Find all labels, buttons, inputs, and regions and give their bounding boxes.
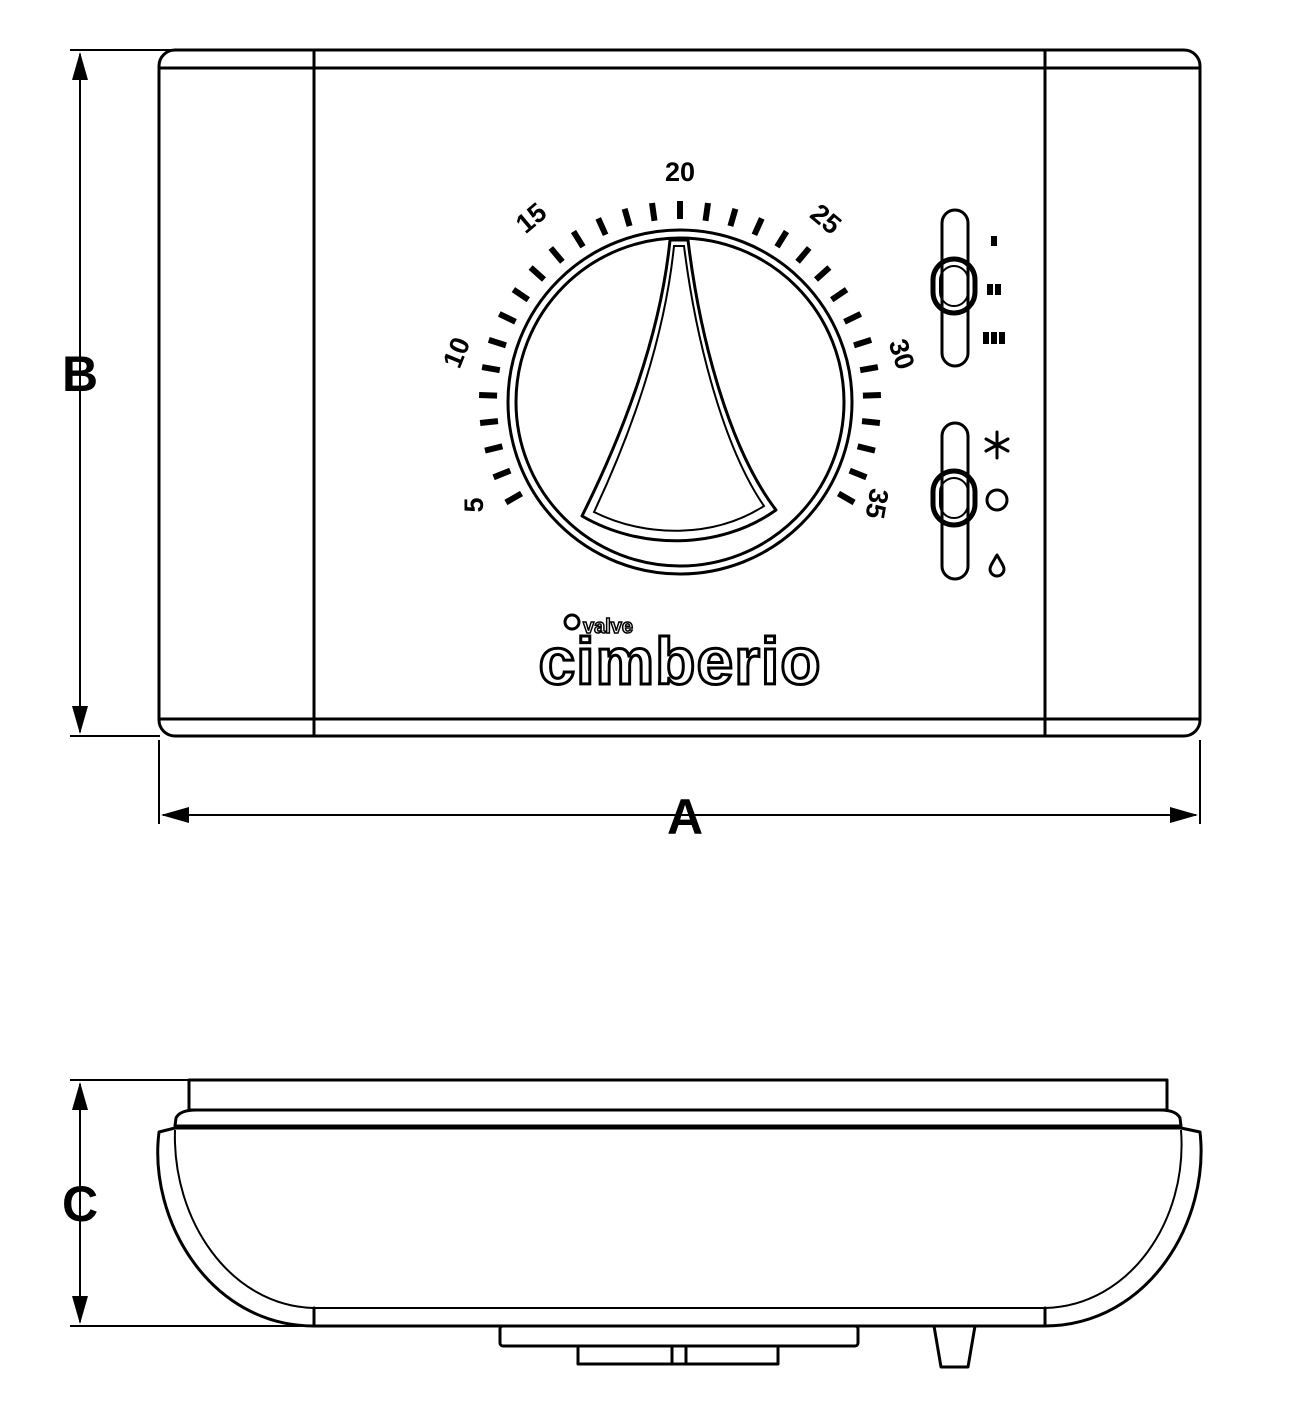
- dial-inner-ring: [514, 236, 846, 568]
- speed-1-icon: [991, 236, 997, 246]
- mode-switch-knob-inner: [939, 477, 969, 519]
- scale-label-20: 20: [665, 157, 695, 187]
- dial-tick: [751, 217, 765, 237]
- speed-3-icon: [983, 332, 1005, 344]
- dial-tick: [621, 207, 633, 227]
- dial-tick: [837, 490, 856, 506]
- dial-ticks: [479, 201, 881, 506]
- side-rim: [173, 1108, 1183, 1128]
- mode-switch[interactable]: [930, 421, 1010, 581]
- cimberio-logo: valve cimberio: [537, 613, 822, 700]
- dial-tick: [528, 265, 547, 282]
- off-circle-icon: [985, 488, 1009, 512]
- temperature-dial[interactable]: 5 10 15 20 25 30 35: [437, 157, 921, 576]
- dimension-c: C: [62, 1079, 314, 1327]
- dial-tick: [649, 202, 658, 222]
- dimension-a: A: [158, 740, 1201, 845]
- dial-tick: [813, 265, 832, 282]
- dial-pointer-inner: [592, 245, 766, 532]
- front-body-outline: [157, 48, 1202, 738]
- dial-tick: [859, 364, 879, 374]
- dial-tick: [487, 337, 507, 349]
- dial-tick: [497, 311, 517, 325]
- dimension-b: B: [62, 49, 310, 737]
- dial-tick: [861, 418, 881, 426]
- dial-tick: [702, 202, 711, 222]
- dial-pointer-knob[interactable]: [580, 238, 778, 543]
- speed-2-icon: [987, 284, 1001, 295]
- dial-tick: [795, 246, 812, 264]
- logo-sub-text: valve: [583, 616, 633, 638]
- dial-tick: [492, 467, 512, 481]
- dial-tick: [853, 337, 873, 349]
- logo-brand-text: cimberio: [538, 624, 821, 698]
- dial-tick: [727, 207, 739, 227]
- dial-tick: [504, 490, 523, 506]
- front-view: 5 10 15 20 25 30 35: [157, 48, 1202, 738]
- dial-tick: [479, 392, 498, 399]
- dial-tick: [856, 443, 876, 454]
- dial-tick: [774, 229, 790, 249]
- scale-label-15: 15: [510, 197, 552, 239]
- dimension-b-label: B: [62, 346, 98, 402]
- side-body-inner: [173, 1129, 1183, 1309]
- fan-speed-switch[interactable]: [930, 208, 1005, 368]
- side-top-cap: [187, 1078, 1169, 1112]
- logo-dot: [563, 613, 581, 631]
- dial-tick: [481, 364, 501, 374]
- dial-tick: [484, 443, 504, 454]
- scale-label-30: 30: [883, 335, 921, 373]
- mode-switch-knob[interactable]: [930, 468, 978, 528]
- speed-switch-knob-inner: [939, 265, 969, 307]
- dial-tick: [830, 287, 849, 303]
- scale-label-5: 5: [459, 497, 489, 512]
- side-dial-knob: [498, 1324, 860, 1366]
- dial-tick: [570, 229, 586, 249]
- dial-tick: [548, 246, 565, 264]
- dial-tick: [843, 311, 863, 325]
- speed-switch-slot: [940, 208, 970, 368]
- side-view: [156, 1078, 1203, 1369]
- dimension-a-label: A: [667, 789, 703, 845]
- scale-label-35: 35: [859, 486, 894, 521]
- scale-label-25: 25: [805, 198, 847, 240]
- dial-tick: [479, 418, 499, 426]
- dial-outer-ring: [506, 228, 854, 576]
- speed-switch-knob[interactable]: [930, 256, 978, 316]
- drop-icon: [988, 553, 1006, 578]
- dial-tick: [511, 287, 530, 303]
- side-switch-knob: [932, 1324, 977, 1369]
- mode-switch-slot: [940, 421, 970, 581]
- dial-tick: [595, 217, 609, 237]
- side-body-outer: [156, 1126, 1203, 1328]
- dial-tick: [848, 467, 868, 481]
- dimension-c-label: C: [62, 1176, 98, 1232]
- scale-label-10: 10: [437, 333, 476, 372]
- snowflake-icon: [984, 430, 1010, 460]
- dial-tick: [862, 392, 881, 399]
